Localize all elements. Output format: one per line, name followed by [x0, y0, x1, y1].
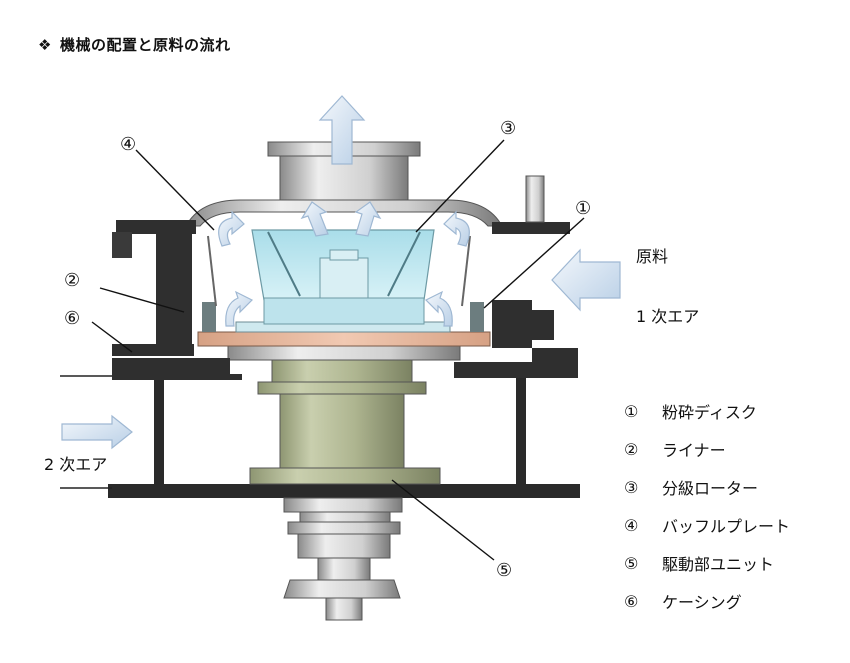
- primary-air-label: 1 次エア: [636, 307, 699, 326]
- legend-item-classifier-rotor: ③ 分級ローター: [624, 468, 844, 506]
- swirl-arrow-5: [225, 290, 254, 327]
- swirl-arrow-6: [424, 290, 453, 327]
- casing-left: [112, 220, 242, 380]
- secondary-air-label: 2 次エア: [44, 455, 107, 474]
- flow-arrows: [61, 95, 621, 450]
- legend-item-casing: ⑥ ケーシング: [624, 582, 844, 620]
- swirl-arrow-2: [354, 201, 382, 237]
- legend-number: ⑤: [624, 553, 639, 573]
- component-legend: ① 粉砕ディスク ② ライナー ③ 分級ローター ④ バッフルプレート ⑤ 駆動…: [624, 392, 844, 620]
- callout-6: ⑥: [64, 308, 80, 329]
- legend-number: ①: [624, 401, 639, 421]
- top-outlet: [185, 141, 503, 227]
- legend-label: 駆動部ユニット: [662, 555, 775, 574]
- diamond-bullet-icon: ❖: [38, 36, 52, 54]
- callout-5: ⑤: [496, 560, 512, 581]
- exhaust-arrow: [318, 95, 366, 165]
- raw-material-label: 原料: [636, 247, 668, 266]
- swirl-arrow-4: [443, 210, 470, 247]
- legend-item-grinding-disk: ① 粉砕ディスク: [624, 392, 844, 430]
- swirl-arrow-3: [218, 210, 245, 247]
- classifier-rotor: [251, 229, 435, 325]
- legend-item-drive-unit: ⑤ 駆動部ユニット: [624, 544, 844, 582]
- legend-label: ケーシング: [662, 593, 742, 612]
- callout-3: ③: [500, 118, 516, 139]
- legend-label: ライナー: [662, 441, 726, 460]
- callout-1: ①: [575, 198, 591, 219]
- legend-number: ②: [624, 439, 639, 459]
- casing-right: [454, 175, 578, 378]
- legend-item-liner: ② ライナー: [624, 430, 844, 468]
- feed-arrow: [551, 248, 621, 312]
- drive-unit: [227, 343, 461, 621]
- callout-numbers: ④ ③ ① ② ⑥ ⑤: [64, 118, 591, 581]
- legend-label: 粉砕ディスク: [662, 403, 757, 422]
- page-title: ❖ 機械の配置と原料の流れ: [38, 34, 230, 55]
- base-frame: [60, 375, 580, 498]
- page-title-text: 機械の配置と原料の流れ: [59, 36, 231, 54]
- leader-lines: [91, 139, 585, 561]
- callout-4: ④: [120, 134, 136, 155]
- legend-label: バッフルプレート: [662, 517, 791, 536]
- secondary-air-arrow: [61, 414, 133, 450]
- legend-number: ④: [624, 515, 639, 535]
- swirl-arrow-1: [300, 201, 329, 237]
- legend-number: ③: [624, 477, 639, 497]
- legend-number: ⑥: [624, 591, 639, 611]
- callout-2: ②: [64, 270, 80, 291]
- grinding-disk: [197, 321, 491, 347]
- legend-item-baffle-plate: ④ バッフルプレート: [624, 506, 844, 544]
- legend-label: 分級ローター: [662, 479, 759, 498]
